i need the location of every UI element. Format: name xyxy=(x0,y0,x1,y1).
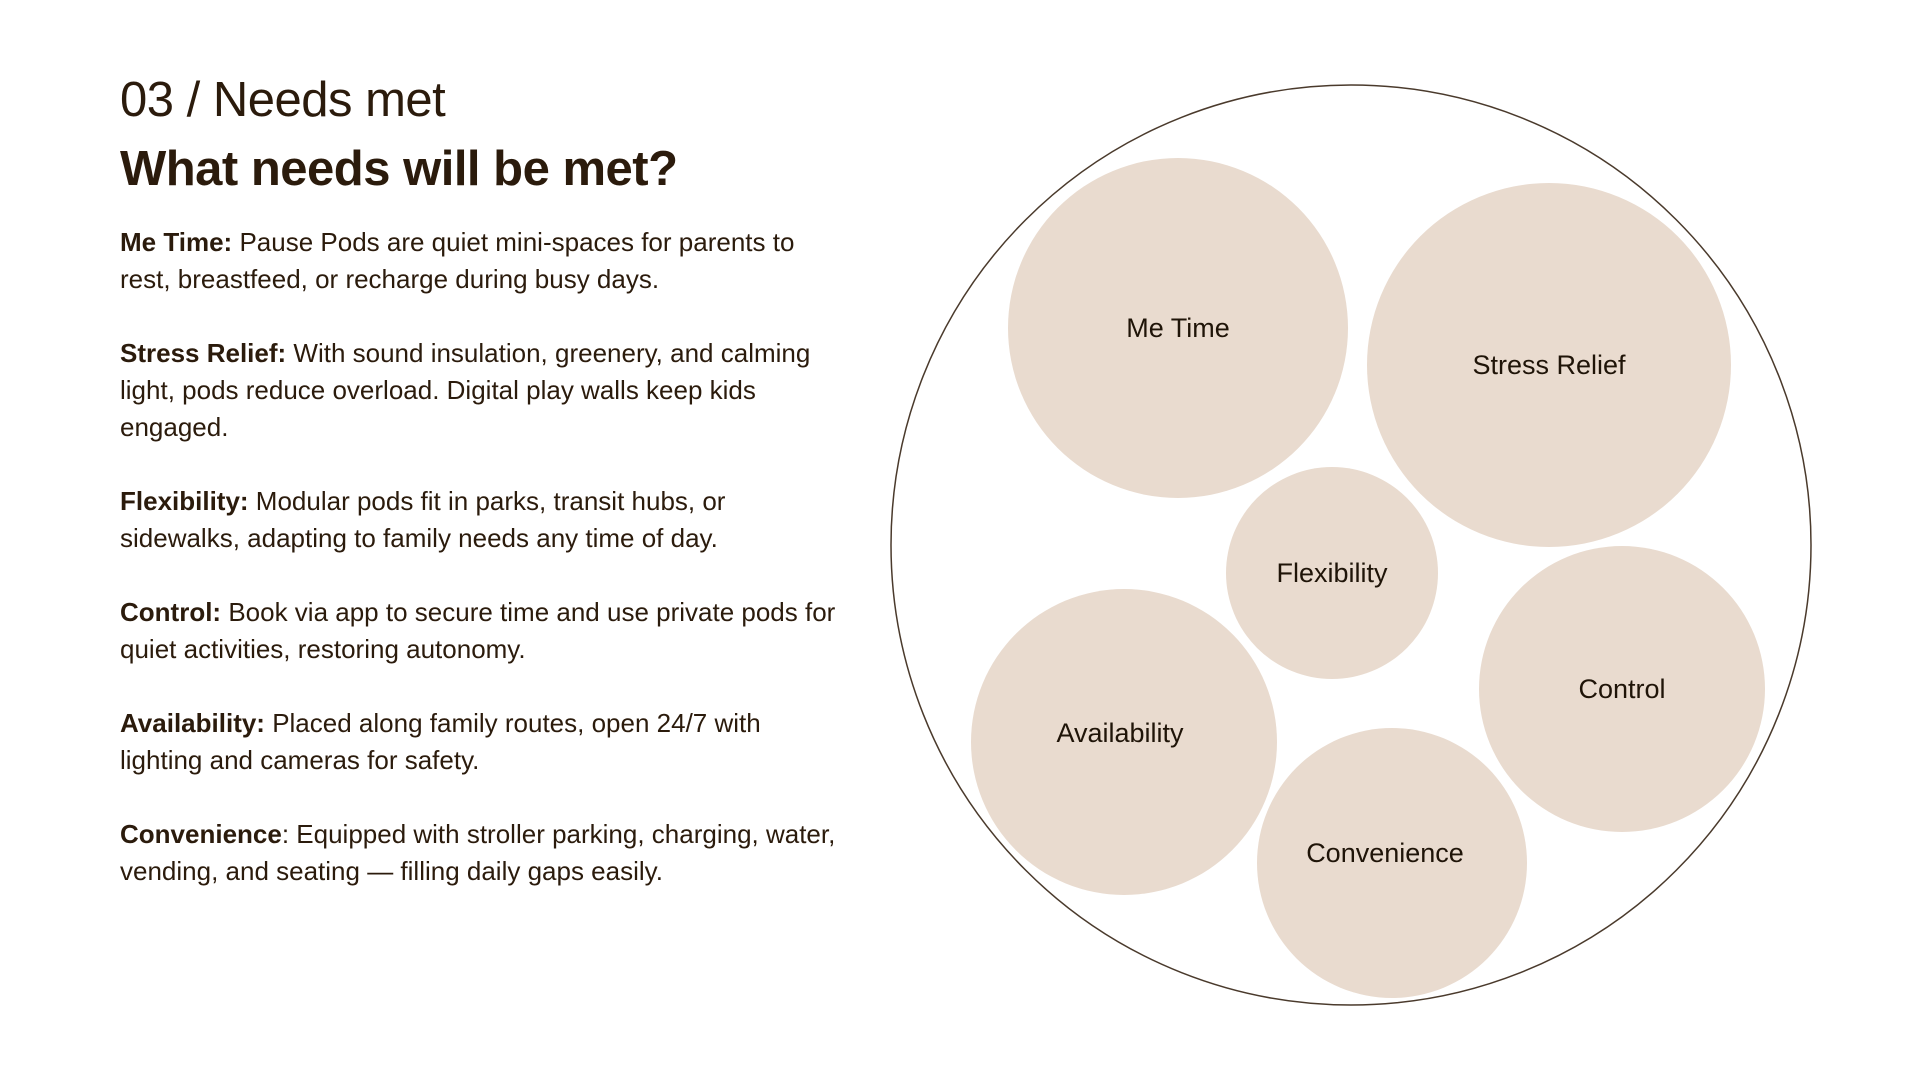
bubble-flexibility: Flexibility xyxy=(1226,467,1438,679)
bubble xyxy=(1008,158,1348,498)
page-title: What needs will be met? xyxy=(120,142,678,196)
need-term: Stress Relief: xyxy=(120,338,287,368)
bubble xyxy=(1367,183,1731,547)
bubble-label: Control xyxy=(1578,674,1665,704)
need-desc: Placed along family routes, open 24/7 wi… xyxy=(120,708,761,775)
need-term: Availability: xyxy=(120,708,265,738)
outer-circle xyxy=(890,84,1812,1006)
section-kicker: 03 / Needs met xyxy=(120,73,446,127)
bubble-stress-relief: Stress Relief xyxy=(1367,183,1731,547)
need-term: Flexibility: xyxy=(120,486,249,516)
bubble xyxy=(1479,546,1765,832)
bubble xyxy=(1226,467,1438,679)
need-stress-relief: Stress Relief: With sound insulation, gr… xyxy=(120,335,850,446)
need-flexibility: Flexibility: Modular pods fit in parks, … xyxy=(120,483,850,557)
need-desc: With sound insulation, greenery, and cal… xyxy=(120,338,811,442)
text-column: 03 / Needs met What needs will be met? M… xyxy=(120,70,850,927)
bubble-label: Availability xyxy=(1056,718,1184,748)
need-control: Control: Book via app to secure time and… xyxy=(120,594,850,668)
need-desc: Book via app to secure time and use priv… xyxy=(120,597,836,664)
need-term: Control: xyxy=(120,597,222,627)
need-availability: Availability: Placed along family routes… xyxy=(120,705,850,779)
bubble xyxy=(1257,728,1527,998)
bubble-control: Control xyxy=(1479,546,1765,832)
bubble-convenience: Convenience xyxy=(1257,728,1527,998)
need-convenience: Convenience: Equipped with stroller park… xyxy=(120,816,850,890)
bubble xyxy=(971,589,1277,895)
bubble-label: Flexibility xyxy=(1276,558,1388,588)
need-desc: Modular pods fit in parks, transit hubs,… xyxy=(120,486,726,553)
need-term: Convenience xyxy=(120,819,282,849)
need-desc: Pause Pods are quiet mini-spaces for par… xyxy=(120,227,795,294)
need-desc: : Equipped with stroller parking, chargi… xyxy=(120,819,836,886)
bubble-label: Me Time xyxy=(1126,313,1230,343)
need-me-time: Me Time: Pause Pods are quiet mini-space… xyxy=(120,224,850,298)
bubble-me-time: Me Time xyxy=(1008,158,1348,498)
bubble-label: Stress Relief xyxy=(1472,350,1626,380)
need-term: Me Time: xyxy=(120,227,233,257)
bubble-availability: Availability xyxy=(971,589,1277,895)
bubble-label: Convenience xyxy=(1306,838,1464,868)
